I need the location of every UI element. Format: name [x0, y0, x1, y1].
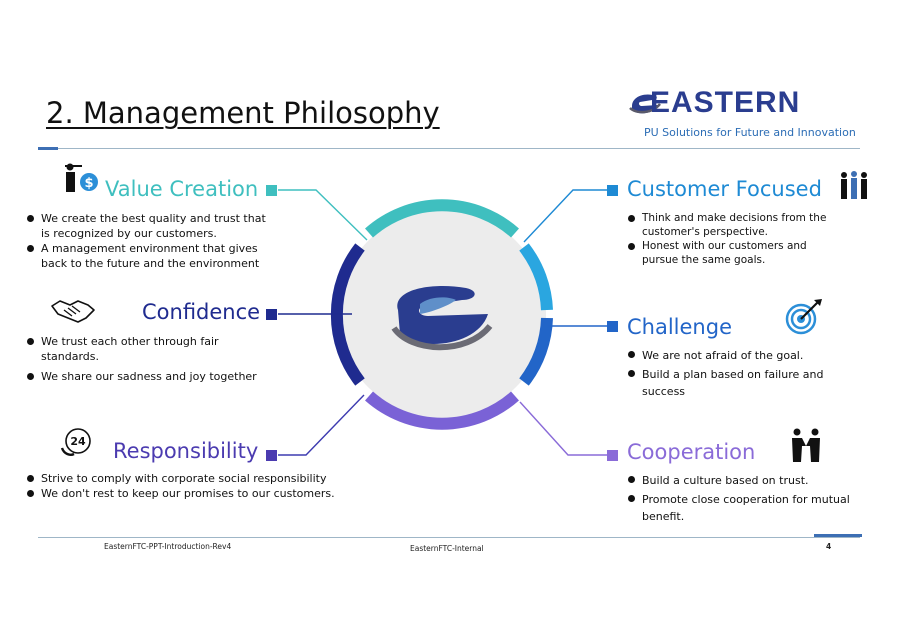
page-number: 4 — [826, 542, 832, 551]
connector-responsibility — [278, 394, 365, 456]
marker-customer — [607, 185, 618, 196]
bullets-customer-focused: Think and make decisions from the custom… — [626, 211, 846, 267]
bullet-item: Promote close cooperation for mutual ben… — [626, 491, 866, 525]
center-disc — [338, 210, 546, 418]
ring-segment-customer — [519, 243, 553, 311]
header-divider — [38, 148, 860, 149]
company-tagline: PU Solutions for Future and Innovation — [644, 126, 856, 139]
handshake-icon — [51, 300, 95, 323]
header-divider-accent — [38, 147, 58, 150]
bullet-item: We share our sadness and joy together — [25, 369, 265, 384]
ring-segment-responsibility — [365, 391, 519, 430]
bullet-item: We trust each other through fair standar… — [25, 334, 265, 364]
svg-text:$: $ — [84, 176, 93, 191]
bullets-responsibility: Strive to comply with corporate social r… — [25, 471, 355, 501]
bullet-item: Strive to comply with corporate social r… — [25, 471, 355, 486]
company-logo-text: EASTERN — [650, 86, 801, 119]
bullet-item: Honest with our customers and pursue the… — [626, 239, 846, 267]
slide-title: 2. Management Philosophy — [46, 96, 440, 130]
ring-segment-challenge — [519, 317, 553, 386]
people-group-icon — [841, 171, 867, 199]
bullet-item: Build a culture based on trust. — [626, 472, 866, 489]
marker-value-creation — [266, 185, 277, 196]
connector-customer — [523, 189, 607, 243]
svg-text:24: 24 — [70, 435, 86, 448]
heading-challenge: Challenge — [627, 315, 732, 339]
footer-classification: EasternFTC-Internal — [410, 544, 484, 553]
bullets-confidence: We trust each other through fair standar… — [25, 334, 265, 384]
24-hour-phone-icon: 24 — [60, 428, 91, 456]
marker-cooperation — [607, 450, 618, 461]
footer-divider-accent — [814, 534, 862, 537]
marker-responsibility — [266, 450, 277, 461]
bullet-item: Think and make decisions from the custom… — [626, 211, 846, 239]
heading-customer-focused: Customer Focused — [627, 177, 822, 201]
center-logo-icon — [391, 286, 493, 351]
bullet-item: Build a plan based on failure and succes… — [626, 366, 836, 400]
bullets-cooperation: Build a culture based on trust. Promote … — [626, 472, 866, 525]
footer-doc-id: EasternFTC-PPT-Introduction-Rev4 — [104, 542, 232, 551]
marker-challenge — [607, 321, 618, 332]
presenter-dollar-icon: $ — [65, 163, 98, 192]
heading-value-creation: Value Creation — [105, 177, 259, 201]
bullet-item: We are not afraid of the goal. — [626, 347, 836, 364]
marker-confidence — [266, 309, 277, 320]
eastern-logo-mark-icon — [629, 94, 661, 114]
ring-segment-value-creation — [365, 199, 519, 238]
bullets-value-creation: We create the best quality and trust tha… — [25, 211, 275, 271]
bullets-challenge: We are not afraid of the goal. Build a p… — [626, 347, 836, 400]
heading-responsibility: Responsibility — [113, 439, 259, 463]
target-arrow-icon — [785, 299, 822, 335]
connector-value-creation — [278, 189, 368, 241]
heading-cooperation: Cooperation — [627, 440, 756, 464]
footer-divider — [38, 537, 860, 538]
bullet-item: We create the best quality and trust tha… — [25, 211, 275, 241]
bullet-item: A management environment that gives back… — [25, 241, 275, 271]
bullet-item: We don't rest to keep our promises to ou… — [25, 486, 355, 501]
two-people-icon — [792, 428, 820, 462]
heading-confidence: Confidence — [142, 300, 261, 324]
connector-cooperation — [519, 401, 607, 456]
